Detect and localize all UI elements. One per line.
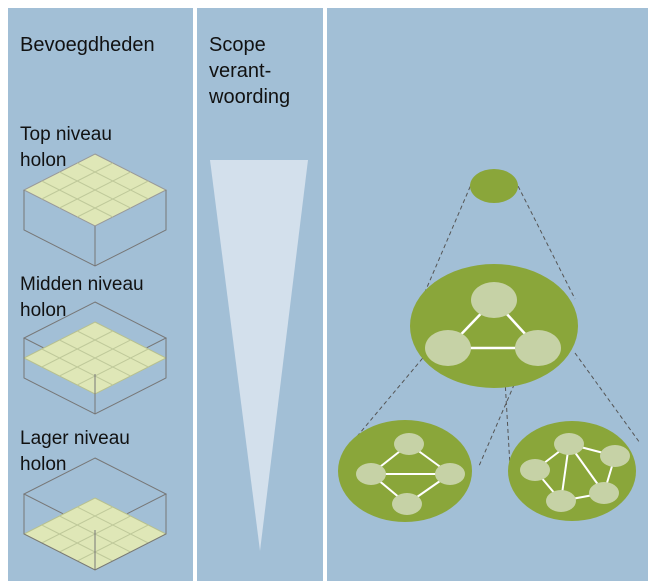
level-label-top: Top niveau holon [20,124,112,171]
top-holon [470,169,518,203]
authority-boxes [22,153,168,571]
authority-panel: Bevoegdheden Top niveau holon Midden niv… [8,8,193,581]
scope-funnel [210,160,308,551]
lower-level-box [22,457,168,571]
lower-left-holon [338,420,472,522]
level-label-bottom: Lager niveau holon [20,428,130,475]
scope-panel: Scope verant- woording [197,8,323,581]
middle-holon [410,264,578,388]
middle-level-box [22,301,168,415]
scope-heading: Scope verant- woording [209,34,291,108]
holarchy-panel [327,8,648,581]
top-level-box [22,153,168,267]
holarchy-diagram [338,169,641,522]
level-label-middle: Midden niveau holon [20,274,144,321]
dashed-connectors [348,179,641,467]
scope-triangle [210,160,308,551]
lower-right-holon [508,421,636,521]
authority-heading: Bevoegdheden [20,34,155,56]
